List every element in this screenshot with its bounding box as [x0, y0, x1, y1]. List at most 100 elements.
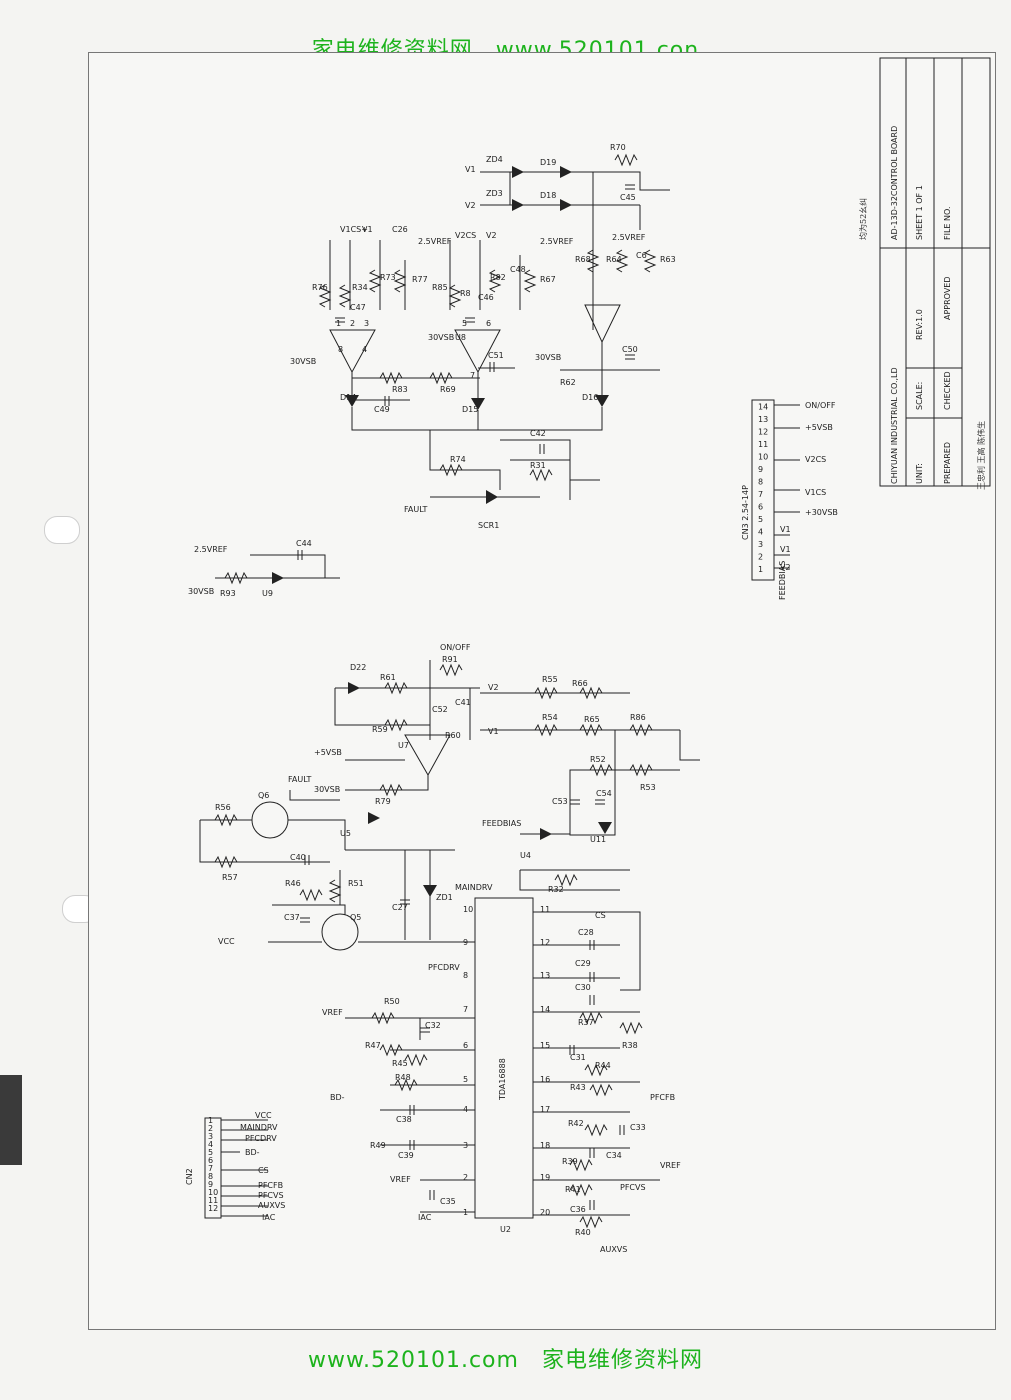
label-r68: R68	[575, 255, 591, 264]
label-r32: R32	[548, 885, 564, 894]
label-c44: C44	[296, 539, 312, 548]
label-c35: C35	[440, 1197, 456, 1206]
label-r47: R47	[365, 1041, 381, 1050]
opamp-left	[329, 329, 376, 374]
label-r64: R64	[606, 255, 622, 264]
diode-d16-symbol	[595, 395, 609, 407]
label-r49: R49	[370, 1141, 386, 1150]
label-c49: C49	[374, 405, 390, 414]
pin-4: 4	[362, 345, 367, 354]
net-pfcvs: PFCVS	[620, 1183, 646, 1192]
net-2p5vref-left: 2.5VREF	[418, 237, 452, 246]
checked-label: CHECKED	[943, 371, 952, 410]
label-r53: R53	[640, 783, 656, 792]
label-c6: C6	[636, 251, 647, 260]
label-r79: R79	[375, 797, 391, 806]
pin-7: 7	[470, 371, 475, 380]
cn3-pin-8: 8	[758, 478, 763, 487]
regulator-u11-symbol	[598, 822, 612, 834]
ic-pin-18: 18	[540, 1141, 550, 1150]
title-block: CHIYUAN INDUSTRIAL CO.,LD AD-13D-32CONTR…	[858, 57, 991, 490]
label-r50: R50	[384, 997, 400, 1006]
unit-label: UNIT:	[915, 463, 924, 484]
ic-pin-9: 9	[463, 938, 468, 947]
cn2-pin-8: 8	[208, 1172, 213, 1181]
label-c53: C53	[552, 797, 568, 806]
net-vcc: VCC	[218, 937, 235, 946]
label-r67: R67	[540, 275, 556, 284]
label-r66: R66	[572, 679, 588, 688]
label-u7: U7	[398, 741, 409, 750]
label-r41: R41	[565, 1185, 581, 1194]
diode-u9-symbol	[272, 572, 284, 584]
pin-8: 8	[338, 345, 343, 354]
pin-3: 3	[364, 319, 369, 328]
label-c51: C51	[488, 351, 504, 360]
label-r55: R55	[542, 675, 558, 684]
binder-edge	[0, 1075, 22, 1165]
opamp-u8	[454, 329, 501, 374]
cn3-feedbias: FEEDBIAS	[778, 561, 787, 600]
label-r70: R70	[610, 143, 626, 152]
label-r46: R46	[285, 879, 301, 888]
cn2-title: CN2	[185, 1168, 194, 1185]
ic-ref: U2	[500, 1225, 511, 1234]
cn3-pin-13: 13	[758, 415, 768, 424]
label-q6: Q6	[258, 791, 269, 800]
pin-2: 2	[350, 319, 355, 328]
net-iac: IAC	[418, 1213, 432, 1222]
net-pfcfb: PFCFB	[650, 1093, 675, 1102]
ref-30vsb: 30VSB	[188, 587, 214, 596]
label-c41: C41	[455, 698, 471, 707]
label-u11: U11	[590, 835, 606, 844]
cn3-pin-6: 6	[758, 503, 763, 512]
net-cs: CS	[595, 911, 606, 920]
pin-1: 1	[336, 319, 341, 328]
label-r83: R83	[392, 385, 408, 394]
reference-block: 30VSB 2.5VREF R93 U9 C44	[188, 539, 340, 598]
ref-2p5vref: 2.5VREF	[194, 545, 228, 554]
net-2p5vref-mid: 2.5VREF	[540, 237, 574, 246]
label-r37: R37	[578, 1018, 594, 1027]
upper-circuit: V1 V2 ZD4 ZD3 D19 D18 R70 C45 R68 R64 C6…	[290, 143, 676, 530]
label-r57: R57	[222, 873, 238, 882]
label-r86: R86	[630, 713, 646, 722]
cn3-signal-v2cs: V2CS	[805, 455, 826, 464]
label-d15: D15	[462, 405, 478, 414]
label-r76: R76	[312, 283, 328, 292]
cn3-pin-11: 11	[758, 440, 768, 449]
cn2-signal-pfcdrv: PFCDRV	[245, 1134, 277, 1143]
cn2-signal-pfcfb: PFCFB	[258, 1181, 283, 1190]
label-c36: C36	[570, 1205, 586, 1214]
capacitors-upper	[335, 184, 635, 454]
label-zd3: ZD3	[486, 189, 503, 198]
label-d19: D19	[540, 158, 556, 167]
cn3-pin-1: 1	[758, 565, 763, 574]
file-no-label: FILE NO.	[943, 206, 952, 240]
scale-label: SCALE:	[915, 382, 924, 410]
approved-label: APPROVED	[943, 276, 952, 320]
label-r43: R43	[570, 1083, 586, 1092]
company-name: CHIYUAN INDUSTRIAL CO.,LD	[890, 367, 899, 484]
label-c34: C34	[606, 1151, 622, 1160]
label-r56: R56	[215, 803, 231, 812]
cn3-signal-on-off: ON/OFF	[805, 401, 836, 410]
cn3-pin-14: 14	[758, 403, 768, 412]
label-r60: R60	[445, 731, 461, 740]
ic-pin-14: 14	[540, 1005, 550, 1014]
cn3-signal-v1b: V1	[780, 545, 791, 554]
cn2-signal-cs: CS	[258, 1166, 269, 1175]
label-r65: R65	[584, 715, 600, 724]
net-vref-lower: VREF	[390, 1175, 411, 1184]
net-vref-right: VREF	[660, 1161, 681, 1170]
cn2-pin-5: 5	[208, 1148, 213, 1157]
schematic-sheet	[88, 52, 996, 1330]
net-bd-minus: BD-	[330, 1093, 345, 1102]
label-u5: U5	[340, 829, 351, 838]
label-c54: C54	[596, 789, 612, 798]
label-c27: C27	[392, 903, 408, 912]
rev-label: REV:1.0	[915, 309, 924, 340]
label-c48: C48	[510, 265, 526, 274]
sheet-label: SHEET 1 OF 1	[915, 185, 924, 240]
pin-5: 5	[462, 319, 467, 328]
